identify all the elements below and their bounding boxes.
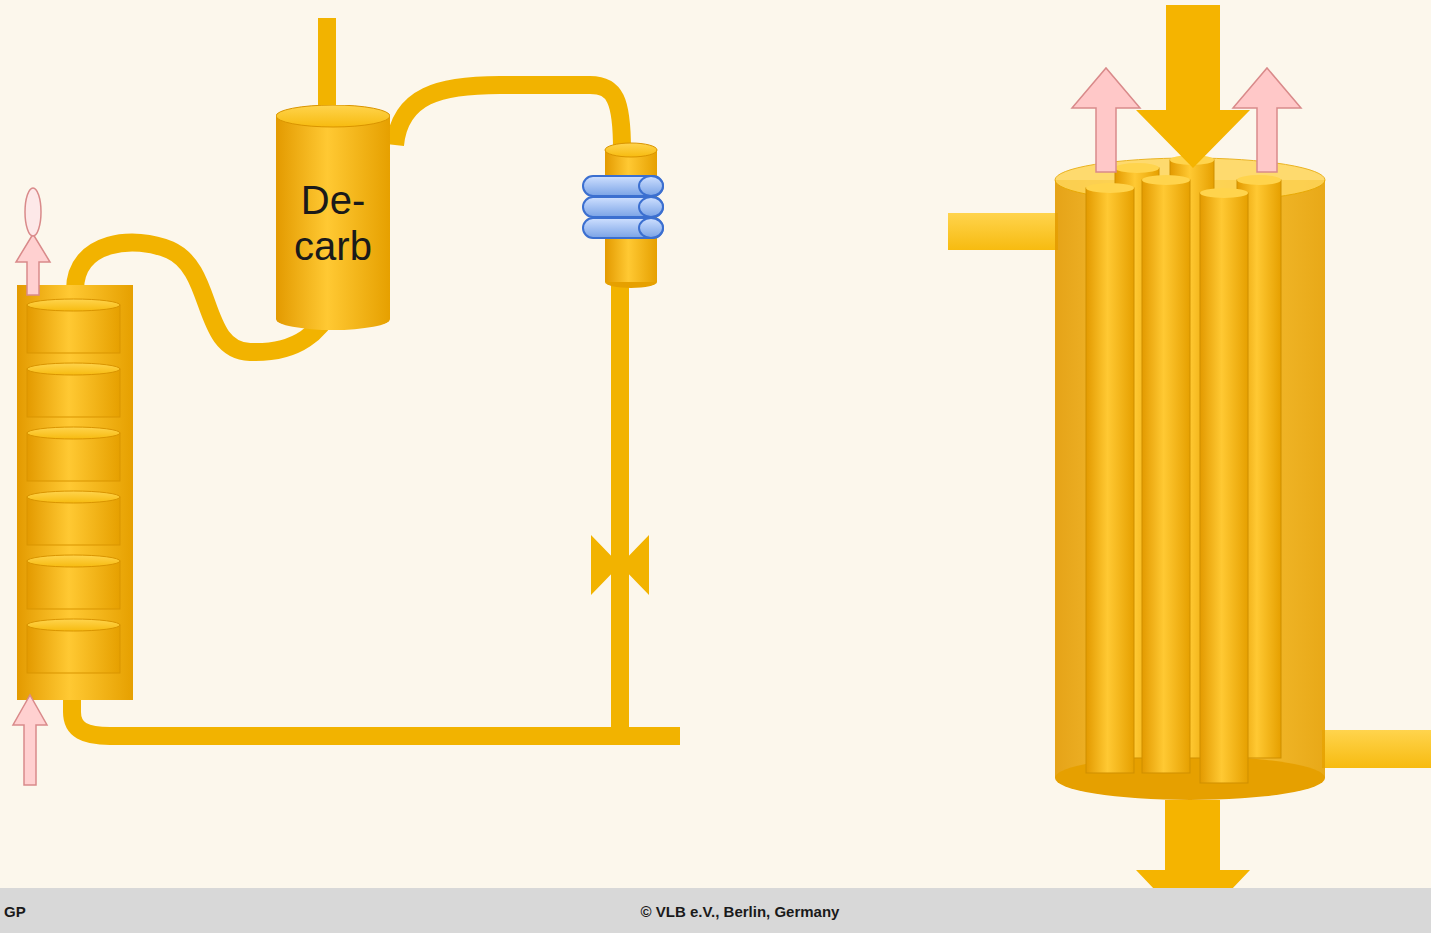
vessel-node: De- carb [276, 105, 390, 330]
flow-arrow [1072, 68, 1301, 172]
flow-arrow [1136, 5, 1250, 168]
pipe [72, 18, 680, 736]
cooling-coil [583, 176, 663, 238]
plate [27, 299, 120, 673]
vessel-label: De- carb [276, 177, 390, 269]
cooler-vessel [583, 143, 663, 288]
tube [1086, 155, 1281, 783]
flow-arrow [13, 188, 50, 785]
footer-label: © VLB e.V., Berlin, Germany [641, 903, 840, 920]
plate-stack [17, 285, 133, 700]
tube-heat-exchanger [948, 5, 1431, 930]
footer-label: GP [4, 903, 26, 920]
valve-symbol [591, 535, 649, 595]
